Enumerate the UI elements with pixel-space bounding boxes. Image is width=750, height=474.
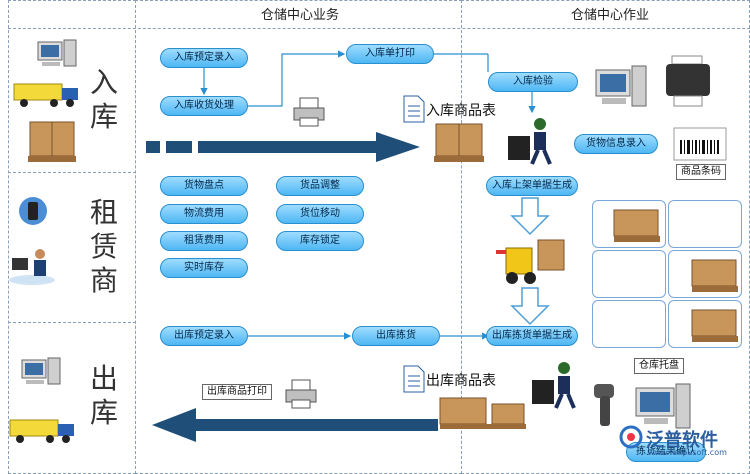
truck-icon [13, 83, 78, 107]
row-divider-1 [8, 172, 136, 173]
outbound-goods-table-title: 出库商品表 [426, 373, 496, 389]
truck-icon [9, 419, 74, 443]
brand-logo-icon [619, 425, 643, 449]
label-printer-icon [666, 55, 710, 107]
computer-icon [595, 65, 647, 107]
inbound-receiving-node: 入库收货处理 [160, 96, 248, 116]
cargo-info-entry-node: 货物信息录入 [574, 134, 658, 154]
service-rental-fee: 租赁费用 [160, 231, 248, 251]
service-inventory-count: 货物盘点 [160, 176, 248, 196]
service-logistics-fee: 物流费用 [160, 204, 248, 224]
barcode-card-icon [673, 127, 727, 161]
boxes-icon [28, 121, 76, 162]
boxes-icon [691, 259, 738, 292]
forklift-icon [496, 239, 565, 284]
operations-header: 仓储中心作业 [570, 8, 649, 23]
down-arrow-icon [510, 197, 550, 236]
tenant-section-label: 租赁商 [89, 196, 118, 297]
outbound-section-label: 出库 [89, 362, 118, 429]
inbound-pre-entry-node: 入库预定录入 [160, 48, 248, 68]
worker-with-box-icon [508, 118, 552, 165]
brand-logo-text: 泛普软件 [646, 430, 718, 451]
business-header: 仓储中心业务 [260, 8, 339, 23]
boxes-icon [434, 123, 484, 162]
service-location-move: 货位移动 [276, 204, 364, 224]
picking-order-node: 出库拣货单据生成 [486, 326, 578, 346]
barcode-label: 商品条码 [676, 164, 726, 180]
phone-icon [19, 197, 47, 225]
inbound-direction-arrow [146, 132, 420, 162]
worker-with-box-icon [532, 362, 576, 409]
computer-icon [21, 357, 61, 385]
inbound-inspection-node: 入库检验 [488, 72, 578, 92]
boxes-icon [613, 209, 660, 242]
computer-icon [37, 39, 77, 67]
computer-icon [635, 383, 691, 429]
row-divider-top [8, 28, 750, 29]
service-realtime-stock: 实时库存 [160, 258, 248, 278]
brand-logo-url: www.fanpusoft.com [648, 448, 727, 457]
barcode-scanner-icon [594, 384, 614, 426]
pallet-label: 仓库托盘 [634, 358, 684, 374]
shelving-order-node: 入库上架单据生成 [486, 176, 578, 196]
printer-icon [293, 97, 325, 127]
boxes-icon [691, 309, 738, 342]
boxes-icon [439, 397, 526, 429]
pallet-slot [592, 250, 666, 298]
pallet-slot [668, 200, 742, 248]
outbound-print-label: 出库商品打印 [202, 384, 272, 400]
pick-confirm-node: 拣货结果确认 [626, 442, 706, 462]
service-stock-lock: 库存锁定 [276, 231, 364, 251]
service-goods-adjust: 货品调整 [276, 176, 364, 196]
row-divider-2 [8, 322, 136, 323]
outbound-picking-node: 出库拣货 [352, 326, 440, 346]
inbound-print-order-node: 入库单打印 [346, 44, 434, 64]
inbound-section-label: 入库 [89, 66, 118, 133]
document-icon [403, 95, 425, 123]
outbound-pre-entry-node: 出库预定录入 [160, 326, 248, 346]
down-arrow-icon [510, 287, 550, 326]
operator-icon [9, 249, 55, 285]
outbound-direction-arrow [152, 408, 438, 442]
inbound-goods-table-title: 入库商品表 [426, 103, 496, 119]
document-icon [403, 365, 425, 393]
printer-icon [285, 379, 317, 409]
pallet-slot [592, 300, 666, 348]
